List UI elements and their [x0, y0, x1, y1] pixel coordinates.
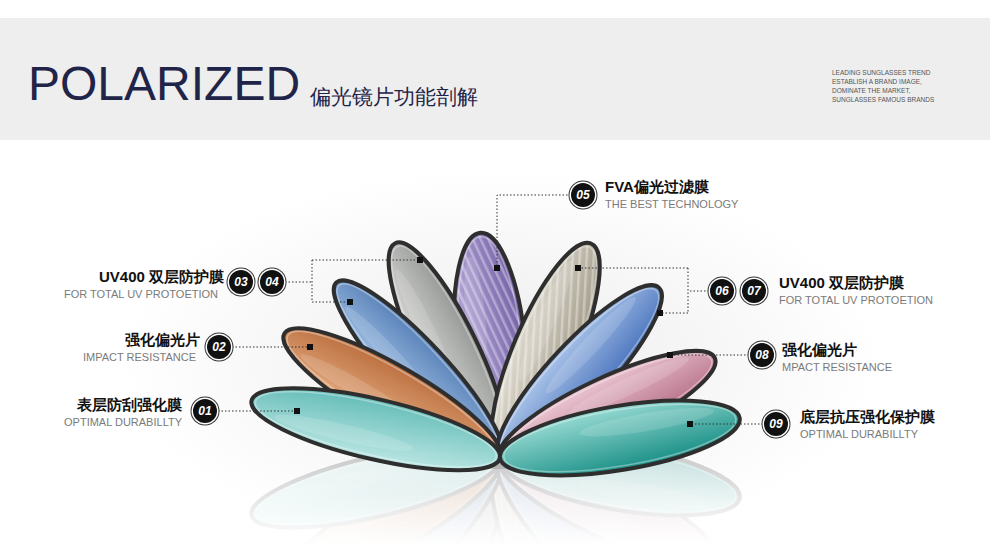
lens	[245, 371, 507, 487]
leader-line	[312, 260, 313, 302]
callout-number-box: 09	[764, 412, 788, 436]
leader-line	[580, 268, 688, 269]
lens-highlight	[272, 459, 415, 507]
layer-note-box: FOR TOTAL UV PROTOETION	[64, 288, 218, 301]
leader-dot	[494, 265, 500, 271]
callout-number-box: 07	[742, 279, 766, 303]
layer-note: FOR TOTAL UV PROTOETION	[779, 294, 933, 307]
leader-dot	[417, 257, 423, 263]
lens	[495, 386, 745, 489]
layer-name-box: 底层抗压强化保护膜	[800, 408, 935, 426]
leader-line	[672, 355, 749, 356]
layer-name: 表层防刮强化膜	[77, 396, 182, 414]
callout-number-box: 06	[710, 279, 734, 303]
layer-name: 强化偏光片	[125, 331, 200, 349]
leader-dot	[347, 299, 353, 305]
title: POLARIZED	[28, 60, 300, 108]
layer-name: 底层抗压强化保护膜	[800, 408, 935, 426]
layer-note: IMPACT RESISTANCE	[83, 351, 196, 364]
layer-name: UV400 双层防护膜	[99, 268, 224, 286]
callout-number-box: 05	[571, 183, 595, 207]
layer-name-box: 表层防刮强化膜	[77, 396, 182, 414]
subtitle-box: 偏光镜片功能剖解	[310, 84, 478, 109]
lens-highlight	[578, 402, 715, 442]
lens-body	[495, 386, 745, 489]
lens-highlight	[272, 408, 415, 456]
lens-rim-light	[250, 376, 502, 482]
lens-highlight	[578, 474, 715, 514]
callout-number: 03	[229, 270, 253, 294]
layer-note: THE BEST TECHNOLOGY	[605, 198, 738, 211]
layer-name: FVA偏光过滤膜	[605, 178, 709, 196]
leader-dot	[667, 352, 673, 358]
callout-number: 06	[710, 279, 734, 303]
leader-line	[662, 313, 688, 314]
layer-name-box: 强化偏光片	[125, 331, 200, 349]
leader-dot	[657, 310, 663, 316]
callout-number-box: 03	[229, 270, 253, 294]
layer-name-box: 强化偏光片	[782, 341, 857, 359]
title-box: POLARIZED	[28, 60, 300, 108]
leader-dot	[307, 344, 313, 350]
layer-name-box: UV400 双层防护膜	[779, 274, 904, 292]
leader-line	[285, 282, 312, 283]
leader-line	[312, 302, 348, 303]
callout-number: 01	[193, 399, 217, 423]
layer-note-box: THE BEST TECHNOLOGY	[605, 198, 738, 211]
layer-note: OPTIMAL DURABILLTY	[64, 416, 182, 429]
layer-name: 强化偏光片	[782, 341, 857, 359]
layer-name: UV400 双层防护膜	[779, 274, 904, 292]
tagline: LEADING SUNGLASSES TREND ESTABLISH A BRA…	[832, 68, 936, 104]
callout-number: 05	[571, 183, 595, 207]
callout-number: 08	[750, 343, 774, 367]
layer-note-box: OPTIMAL DURABILLTY	[800, 428, 918, 441]
callout-number: 02	[207, 335, 231, 359]
callout-number-box: 08	[750, 343, 774, 367]
leader-dot	[294, 408, 300, 414]
layer-name-box: FVA偏光过滤膜	[605, 178, 709, 196]
callout-number-box: 02	[207, 335, 231, 359]
callout-number: 09	[764, 412, 788, 436]
layer-note: OPTIMAL DURABILLTY	[800, 428, 918, 441]
layer-note-box: MPACT RESISTANCE	[782, 361, 892, 374]
leader-line	[232, 347, 308, 348]
leader-line	[218, 411, 295, 412]
leader-line	[497, 195, 571, 266]
leader-line	[688, 268, 689, 313]
leader-dot	[687, 421, 693, 427]
callout-number-box: 01	[193, 399, 217, 423]
leader-line	[688, 291, 709, 292]
callout-number: 04	[260, 270, 284, 294]
leader-line	[312, 260, 418, 261]
leader-dot	[575, 265, 581, 271]
layer-note-box: OPTIMAL DURABILLTY	[64, 416, 182, 429]
tagline-box: LEADING SUNGLASSES TREND ESTABLISH A BRA…	[832, 68, 936, 104]
callout-number-box: 04	[260, 270, 284, 294]
lens-rim-light	[499, 391, 740, 485]
lens-body	[245, 371, 507, 487]
layer-note: FOR TOTAL UV PROTOETION	[64, 288, 218, 301]
layer-note: MPACT RESISTANCE	[782, 361, 892, 374]
layer-name-box: UV400 双层防护膜	[99, 268, 224, 286]
subtitle: 偏光镜片功能剖解	[310, 84, 478, 109]
header-band	[0, 18, 990, 140]
leader-line	[692, 424, 763, 425]
callout-number: 07	[742, 279, 766, 303]
layer-note-box: IMPACT RESISTANCE	[83, 351, 196, 364]
layer-note-box: FOR TOTAL UV PROTOETION	[779, 294, 933, 307]
